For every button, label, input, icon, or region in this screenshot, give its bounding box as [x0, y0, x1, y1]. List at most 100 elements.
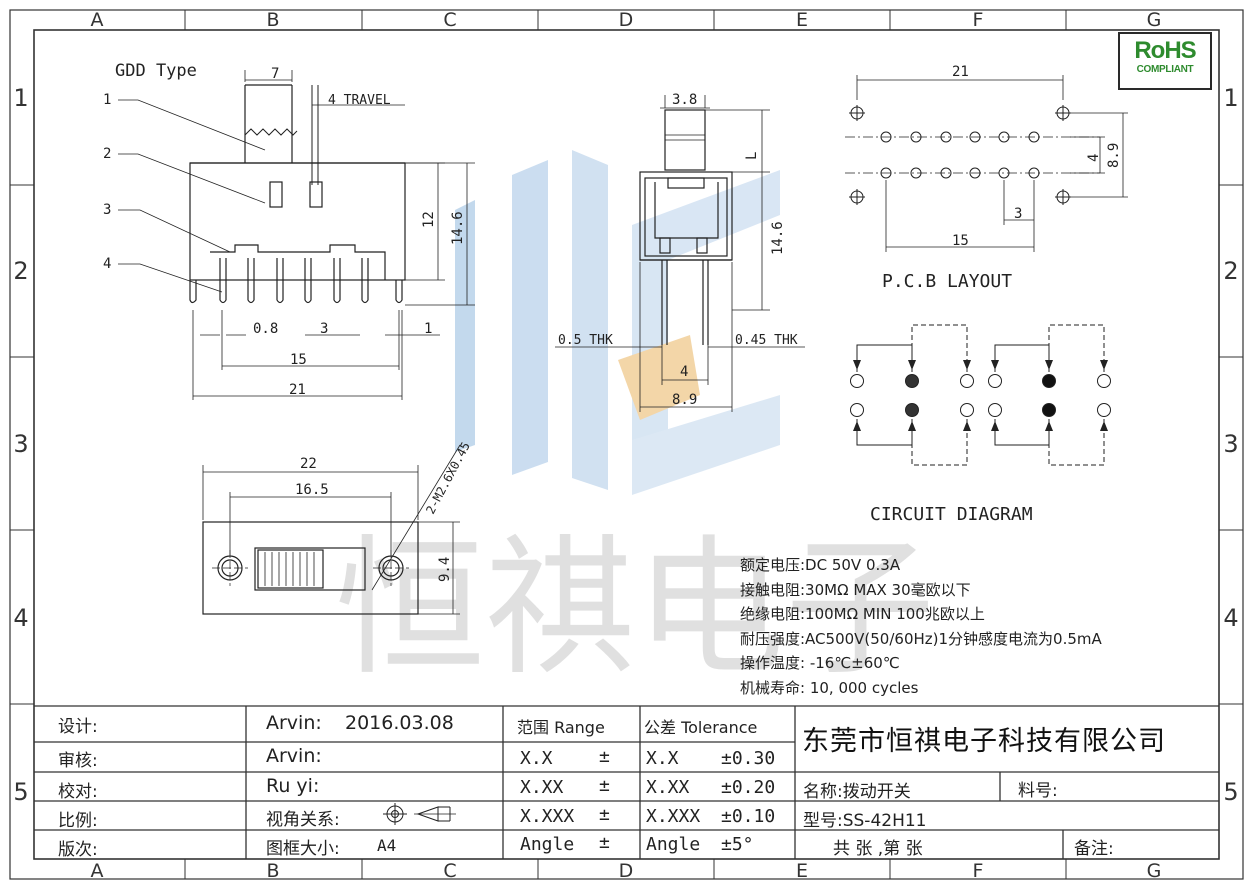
end-view-labels: 3.8 L 14.6 0.5 THK 0.45 THK 4 8.9: [558, 92, 798, 408]
dim-thk-left: 0.5 THK: [558, 333, 613, 348]
check-value: Ru yi:: [266, 775, 320, 797]
range-row-3: X.XXX: [520, 806, 575, 827]
col-label-bottom-b: B: [266, 860, 279, 882]
side-view-labels: GDD Type 1 2 3 4 7 4 TRAVEL 12 14.6 0.8 …: [103, 61, 466, 398]
review-label: 审核:: [58, 751, 98, 771]
pcb-dim-row-gap: 4: [1086, 154, 1102, 162]
review-value: Arvin:: [266, 745, 322, 767]
end-view: [555, 95, 805, 412]
col-label-top-a: A: [91, 9, 104, 31]
rohs-badge: RoHS COMPLIANT: [1118, 32, 1212, 90]
watermark-text: 恒祺电子: [335, 522, 935, 696]
part-number-label: 料号:: [1018, 781, 1058, 801]
row-label-right-2: 2: [1223, 257, 1238, 285]
tol-label-2: X.XX: [646, 777, 690, 798]
dim-end-height: 14.6: [770, 221, 786, 255]
title-block-grid: [34, 705, 1219, 859]
dim-end-width: 8.9: [672, 392, 697, 408]
range-row-2: X.XX: [520, 777, 564, 798]
col-label-top-g: G: [1147, 9, 1162, 31]
pcb-title: P.C.B LAYOUT: [882, 271, 1012, 292]
range-header: 范围 Range: [517, 718, 605, 737]
tol-value-4: ±5°: [721, 834, 754, 855]
company-name: 东莞市恒祺电子科技有限公司: [802, 726, 1166, 757]
frame-zone-ticks: [10, 10, 1243, 879]
scale-label: 比例:: [58, 811, 98, 831]
col-label-bottom-e: E: [796, 860, 808, 882]
type-label: GDD Type: [115, 61, 197, 81]
callout-2: 2: [103, 146, 111, 162]
col-label-top-b: B: [266, 9, 279, 31]
row-label-right-3: 3: [1223, 430, 1238, 458]
sheet-frame: [9, 9, 1244, 880]
dim-height-total: 14.6: [450, 211, 466, 245]
spec-list: 额定电压:DC 50V 0.3A 接触电阻:30MΩ MAX 30毫欧以下 绝缘…: [740, 553, 1102, 700]
spec-mechanical-life: 机械寿命: 10, 000 cycles: [740, 678, 919, 697]
top-dim-screw: 2-M2.6X0.45: [423, 440, 473, 517]
view-symbol-icon: [383, 803, 456, 825]
spec-dielectric-strength: 耐压强度:AC500V(50/60Hz)1分钟感度电流为0.5mA: [740, 629, 1102, 648]
pcb-labels: 21 4 8.9 3 15 P.C.B LAYOUT: [882, 64, 1122, 292]
row-label-left-3: 3: [13, 430, 28, 458]
range-pm-4: ±: [599, 832, 610, 853]
col-label-bottom-f: F: [973, 860, 984, 882]
row-label-right-1: 1: [1223, 84, 1238, 112]
col-label-top-e: E: [796, 9, 808, 31]
dim-pin-edge: 1: [424, 321, 432, 337]
dim-l: L: [744, 152, 760, 160]
tol-value-2: ±0.20: [721, 777, 776, 798]
dim-thk-right: 0.45 THK: [735, 333, 798, 348]
row-label-left-5: 5: [13, 778, 28, 806]
dim-height-body: 12: [421, 211, 437, 228]
spec-rated-voltage: 额定电压:DC 50V 0.3A: [740, 556, 901, 574]
col-label-top-f: F: [973, 9, 984, 31]
product-name: 名称:拨动开关: [803, 782, 911, 802]
pcb-dim-outer: 8.9: [1106, 143, 1122, 168]
top-dim-height: 9.4: [437, 557, 453, 582]
range-row-4: Angle: [520, 834, 575, 855]
col-label-bottom-a: A: [91, 860, 104, 882]
col-label-bottom-d: D: [619, 860, 634, 882]
design-label: 设计:: [58, 717, 98, 737]
dim-travel: 4 TRAVEL: [328, 93, 391, 108]
frame-size-value: A4: [377, 836, 397, 855]
row-label-left-4: 4: [13, 604, 28, 632]
range-pm-2: ±: [599, 775, 610, 796]
rohs-subtitle: COMPLIANT: [1136, 64, 1194, 75]
rohs-title: RoHS: [1134, 37, 1196, 64]
frame-zone-labels: A B C D E F G A B C D E F G: [91, 9, 1162, 882]
row-label-left-2: 2: [13, 257, 28, 285]
range-row-1: X.X: [520, 748, 553, 769]
watermark-logo: [455, 150, 780, 495]
tol-label-3: X.XXX: [646, 806, 701, 827]
tol-label-4: Angle: [646, 834, 701, 855]
col-label-top-d: D: [619, 9, 634, 31]
pcb-dim-span: 15: [952, 233, 969, 249]
range-pm-3: ±: [599, 804, 610, 825]
callout-3: 3: [103, 202, 111, 218]
row-label-right-5: 5: [1223, 778, 1238, 806]
view-label: 视角关系:: [266, 810, 340, 830]
range-pm-1: ±: [599, 746, 610, 767]
pcb-dim-pitch: 3: [1014, 206, 1022, 222]
dim-top-width: 7: [271, 66, 279, 82]
tol-value-3: ±0.10: [721, 806, 776, 827]
col-label-top-c: C: [443, 9, 456, 31]
spec-operating-temp: 操作温度: -16℃±60℃: [740, 654, 900, 672]
callout-4: 4: [103, 256, 111, 272]
side-view: [118, 70, 475, 400]
circuit-title: CIRCUIT DIAGRAM: [870, 504, 1033, 525]
row-label-right-4: 4: [1223, 604, 1238, 632]
pcb-layout: [845, 75, 1128, 252]
pcb-dim-overall: 21: [952, 64, 969, 80]
circuit-diagram: [850, 324, 1111, 466]
top-dim-overall: 22: [300, 456, 317, 472]
dim-actuator: 3.8: [672, 92, 697, 108]
tolerance-header: 公差 Tolerance: [644, 718, 758, 737]
callout-1: 1: [103, 92, 111, 108]
top-dim-hole-pitch: 16.5: [295, 482, 329, 498]
dim-pin-pitch: 3: [320, 321, 328, 337]
col-label-bottom-c: C: [443, 860, 456, 882]
dim-overall: 21: [289, 382, 306, 398]
